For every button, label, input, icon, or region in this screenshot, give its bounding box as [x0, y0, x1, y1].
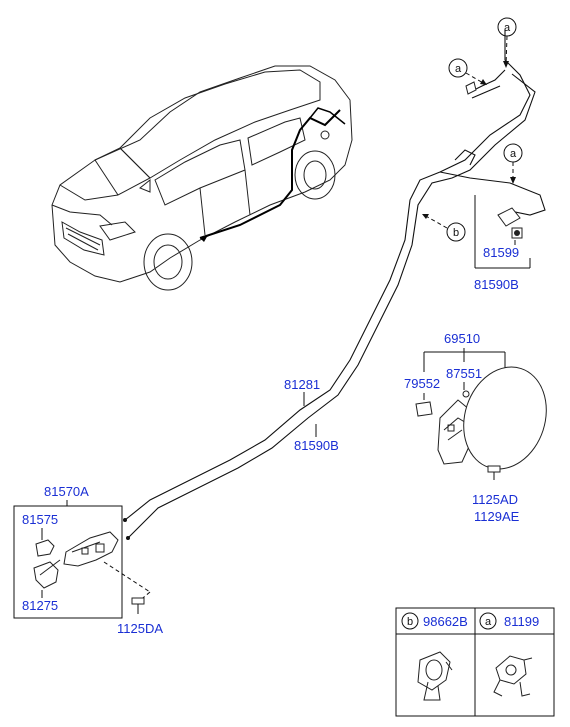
legend-box: b 98662B a 81199 — [395, 607, 555, 717]
legend-letter-a: a — [485, 616, 492, 628]
part-label-81570A: 81570A — [44, 484, 89, 499]
connector-81599 — [497, 207, 523, 239]
part-label-1125AD: 1125AD — [472, 492, 518, 507]
fuel-door-group: 69510 87551 79552 1125AD 1129AE — [404, 331, 547, 524]
legend-letter-b: b — [407, 616, 413, 628]
clip-81199-drawing — [493, 655, 533, 697]
part-label-79552: 79552 — [404, 376, 440, 391]
pigtail-connector — [465, 81, 477, 95]
part-label-81599: 81599 — [483, 245, 519, 260]
part-label-1125DA: 1125DA — [117, 621, 163, 636]
part-label-81275: 81275 — [22, 598, 58, 613]
part-label-87551: 87551 — [446, 366, 482, 381]
part-label-81590B: 81590B — [474, 277, 519, 292]
callout-letter-b: b — [453, 227, 459, 239]
part-label-1129AE: 1129AE — [474, 509, 520, 524]
legend-item-a: a 81199 — [479, 612, 539, 697]
legend-part-81199: 81199 — [504, 614, 539, 629]
lever-group-81570A: 81570A 81575 81275 1125DA — [13, 484, 163, 636]
part-label-69510: 69510 — [444, 331, 480, 346]
callout-a-left: a — [448, 58, 487, 85]
clip-98662B-drawing — [417, 651, 453, 701]
car-illustration — [51, 65, 353, 291]
callout-letter-a: a — [455, 63, 462, 75]
part-label-81590B-mid: 81590B — [294, 438, 339, 453]
callout-a-top: a — [497, 17, 517, 68]
callout-b: b — [422, 214, 466, 242]
legend-item-b: b 98662B — [401, 612, 468, 701]
callout-a-right: a — [503, 143, 523, 184]
part-label-81575: 81575 — [22, 512, 58, 527]
part-label-81281: 81281 — [284, 377, 320, 392]
cable-assembly — [123, 30, 546, 540]
legend-part-98662B: 98662B — [423, 614, 468, 629]
cable-labels: 81281 81590B — [284, 377, 339, 453]
label-group-81590B-top: 81599 81590B — [474, 195, 531, 292]
callout-letter-a: a — [510, 148, 517, 160]
callout-letter-a: a — [504, 22, 511, 34]
